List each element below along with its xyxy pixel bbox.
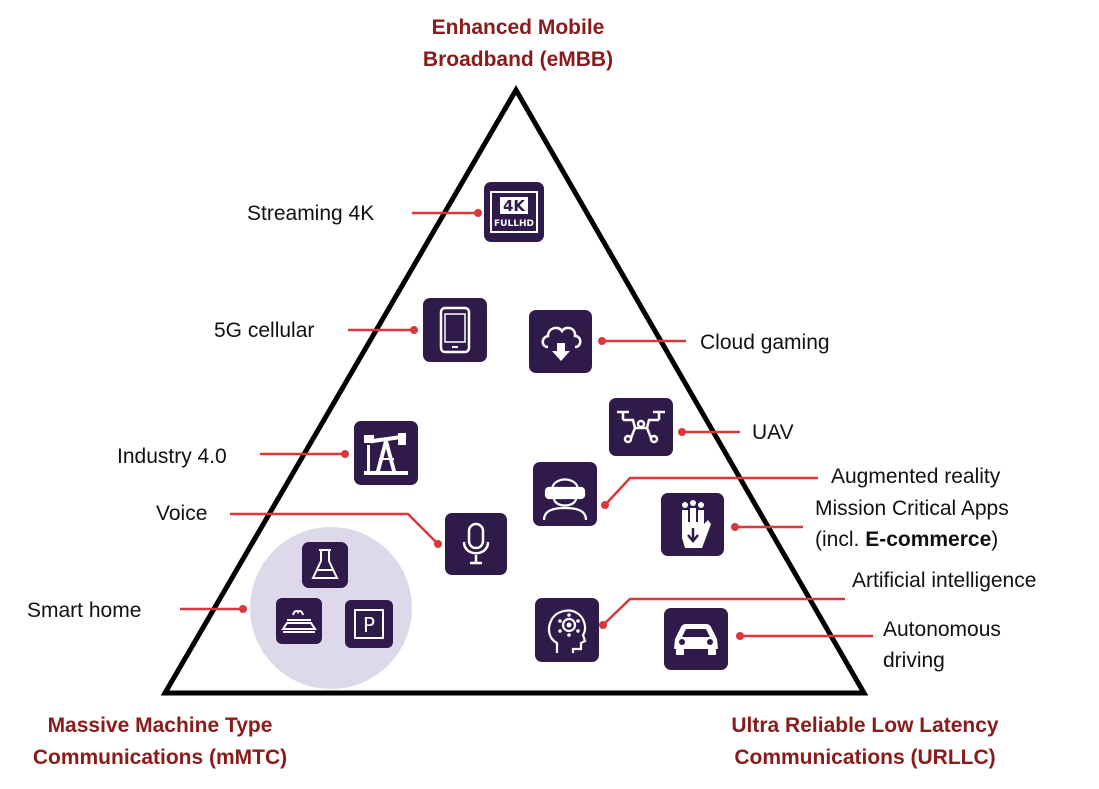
flask-tile bbox=[302, 542, 348, 588]
dot-mission bbox=[731, 523, 739, 531]
microphone-tile bbox=[445, 513, 507, 575]
label-ai: Artificial intelligence bbox=[852, 569, 1037, 592]
drone-icon bbox=[617, 410, 665, 444]
corner-embb-line1: Enhanced Mobile bbox=[431, 16, 605, 39]
label-mission-line2: (incl. E-commerce) bbox=[815, 524, 1009, 555]
oil-pump-tile bbox=[354, 421, 418, 485]
corner-urllc-line2: Communications (URLLC) bbox=[734, 746, 996, 769]
fourk-big-text: 4K bbox=[503, 197, 526, 215]
ai-head-tile bbox=[535, 598, 599, 662]
touch-hand-icon bbox=[681, 499, 711, 548]
label-smart-home: Smart home bbox=[27, 599, 142, 622]
label-autonomous: Autonomous driving bbox=[883, 614, 1001, 676]
corner-mmtc: Massive Machine Type Communications (mMT… bbox=[10, 710, 310, 774]
dot-voice bbox=[434, 540, 442, 548]
label-cellular: 5G cellular bbox=[214, 319, 315, 342]
label-streaming: Streaming 4K bbox=[247, 202, 375, 225]
flask-icon bbox=[311, 549, 339, 579]
label-autonomous-line2: driving bbox=[883, 649, 945, 672]
smartphone-icon bbox=[439, 306, 471, 354]
cooktop-icon bbox=[281, 610, 317, 633]
connector-voice bbox=[230, 512, 439, 545]
parking-tile: P bbox=[345, 600, 393, 648]
fourk-tile: 4K FULLHD bbox=[484, 182, 544, 242]
corner-mmtc-line1: Massive Machine Type bbox=[47, 714, 273, 737]
label-cloud-gaming: Cloud gaming bbox=[700, 331, 830, 354]
dot-cloud-gaming bbox=[598, 337, 606, 345]
fourk-icon: 4K FULLHD bbox=[490, 191, 538, 233]
triangle bbox=[160, 85, 869, 696]
dot-uav bbox=[678, 428, 686, 436]
label-ar: Augmented reality bbox=[831, 465, 1001, 488]
ai-head-icon bbox=[547, 609, 587, 653]
dot-streaming bbox=[474, 209, 482, 217]
dot-smart-home bbox=[239, 605, 247, 613]
dot-ar bbox=[601, 501, 609, 509]
label-mission-suffix: ) bbox=[991, 528, 999, 551]
label-industry: Industry 4.0 bbox=[117, 445, 227, 468]
label-autonomous-line1: Autonomous bbox=[883, 618, 1001, 641]
vr-headset-tile bbox=[533, 462, 597, 526]
touch-hand-tile bbox=[661, 493, 724, 556]
dot-ai bbox=[599, 621, 607, 629]
cooktop-tile bbox=[276, 598, 322, 644]
microphone-icon bbox=[462, 522, 490, 565]
fourk-small-text: FULLHD bbox=[494, 219, 534, 229]
corner-mmtc-line2: Communications (mMTC) bbox=[32, 746, 288, 769]
vr-headset-icon bbox=[542, 478, 588, 520]
car-tile bbox=[664, 608, 728, 670]
cloud-download-icon bbox=[541, 326, 581, 361]
dot-cellular bbox=[410, 326, 418, 334]
drone-tile bbox=[609, 398, 673, 456]
label-mission-line1: Mission Critical Apps bbox=[815, 497, 1009, 520]
corner-embb-line2: Broadband (eMBB) bbox=[422, 48, 614, 71]
parking-icon: P bbox=[354, 609, 384, 639]
smartphone-tile bbox=[423, 298, 487, 362]
cloud-download-tile bbox=[529, 310, 592, 373]
label-voice: Voice bbox=[156, 502, 208, 525]
dot-industry bbox=[341, 450, 349, 458]
corner-urllc: Ultra Reliable Low Latency Communication… bbox=[700, 710, 1030, 774]
label-uav: UAV bbox=[752, 421, 794, 444]
corner-embb: Enhanced Mobile Broadband (eMBB) bbox=[378, 12, 658, 76]
label-mission-prefix: (incl. bbox=[815, 528, 866, 551]
corner-urllc-line1: Ultra Reliable Low Latency bbox=[731, 714, 999, 737]
car-icon bbox=[674, 624, 718, 655]
oil-pump-icon bbox=[364, 433, 408, 475]
dot-autonomous bbox=[736, 632, 744, 640]
connector-ai bbox=[602, 597, 845, 626]
label-mission-bold: E-commerce bbox=[865, 528, 992, 551]
connector-ar bbox=[604, 476, 818, 506]
parking-letter: P bbox=[363, 613, 375, 637]
label-mission: Mission Critical Apps (incl. E-commerce) bbox=[815, 493, 1009, 555]
